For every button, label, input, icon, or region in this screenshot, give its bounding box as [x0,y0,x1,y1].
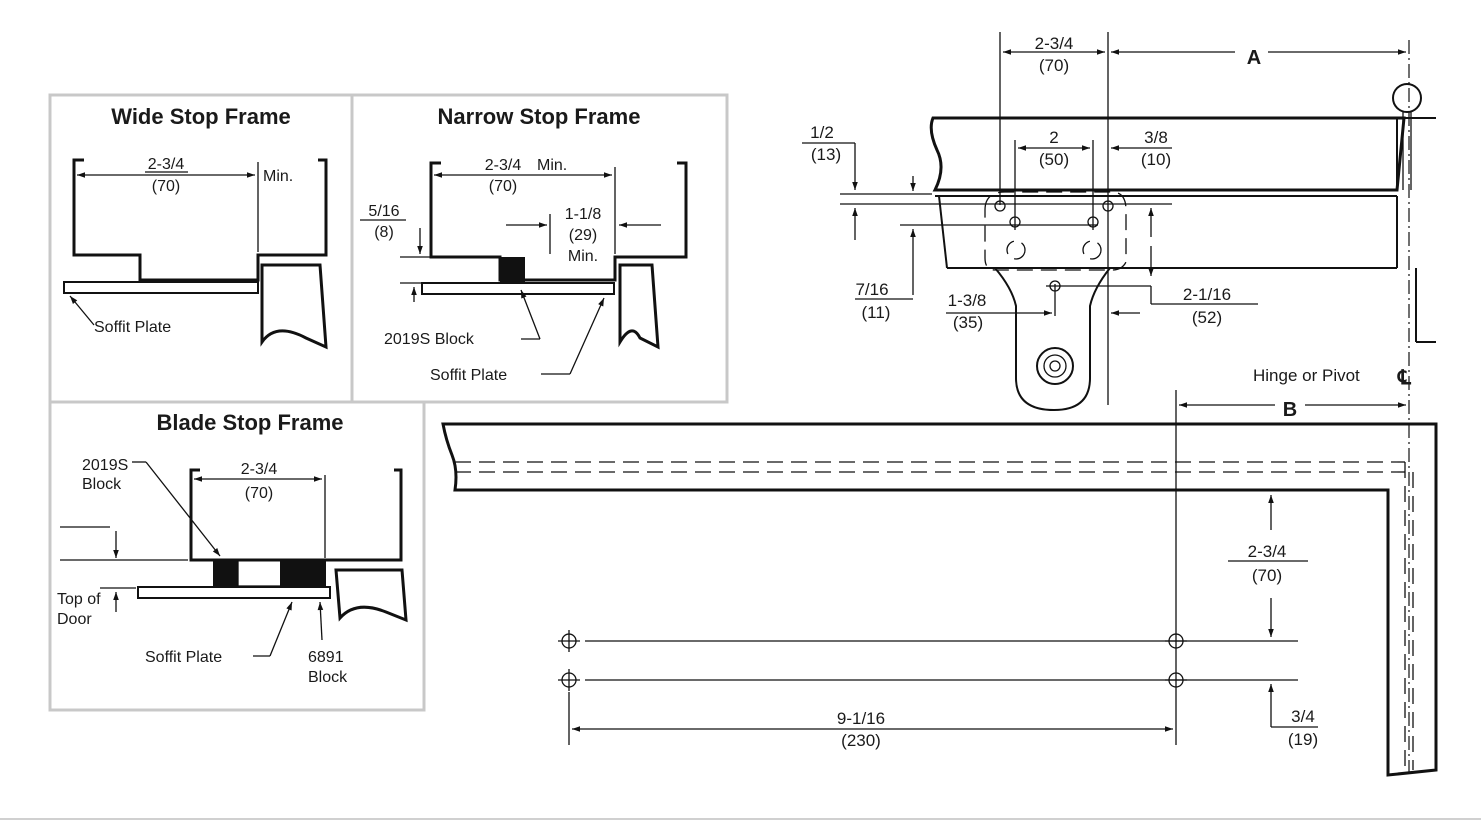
dim-2-1-16-mm: (52) [1192,308,1222,327]
bottom-divider [0,818,1481,820]
centerline-symbol: ℄ [1397,367,1412,389]
dim-2-mm: (50) [1039,150,1069,169]
door-outline [441,422,1438,777]
narrow-gap-bottom: (29) [569,227,597,244]
blade-stop-title: Blade Stop Frame [156,410,343,435]
wide-soffit-label: Soffit Plate [94,319,171,336]
mount-hole-icon [558,630,580,652]
narrow-stop-bottom: (8) [374,224,394,241]
wide-dim-top: 2-3/4 [148,156,185,173]
narrow-stop-frame-detail: Narrow Stop Frame 2-3/4 Min. (70) 1-1/8 … [360,104,688,384]
wide-stop-panel [48,93,354,404]
top-width-dim: 2-3/4 [1035,34,1074,53]
blade-block-b-line1: 6891 [308,649,344,666]
blade-dim-bottom: (70) [245,485,273,502]
dim-3-8: 3/8 [1144,128,1168,147]
blade-door-line2: Door [57,611,92,628]
label-b: B [1283,399,1297,421]
dim-9-1-16-mm: (230) [841,731,881,750]
dim-2: 2 [1049,128,1058,147]
dim-right-2-3-4: 2-3/4 [1248,542,1287,561]
narrow-min-top: Min. [537,157,567,174]
label-a: A [1247,47,1261,69]
narrow-stop-top: 5/16 [368,203,399,220]
narrow-2019s-block [500,257,525,282]
main-mounting-diagram: 2-3/4 (70) A 2 (50) 3/8 (10) 1/2 (13) 7/… [441,32,1438,777]
blade-door-line1: Top of [57,591,101,608]
narrow-stop-panel [350,93,729,404]
frame-header [929,116,1406,192]
narrow-dim-bottom: (70) [489,178,517,195]
blade-block-a-line2: Block [82,476,122,493]
dim-9-1-16: 9-1/16 [837,709,885,728]
mount-hole-icon [1165,672,1187,688]
dim-3-8-mm: (10) [1141,150,1171,169]
mount-hole-icon [558,669,580,691]
dim-3-4: 3/4 [1291,707,1315,726]
dim-7-16: 7/16 [855,280,888,299]
blade-dim-top: 2-3/4 [241,461,278,478]
wide-min-label: Min. [263,168,293,185]
blade-stop-panel [48,400,426,712]
blade-stop-frame-detail: Blade Stop Frame 2-3/4 (70) 2019S Block … [57,410,408,686]
dim-1-2-mm: (13) [811,145,841,164]
arm-shaft-icon [1036,347,1074,385]
blade-6891-block [280,560,326,586]
wide-dim-bottom: (70) [152,178,180,195]
dim-right-2-3-4-mm: (70) [1252,566,1282,585]
wide-stop-title: Wide Stop Frame [111,104,291,129]
dim-1-3-8-mm: (35) [953,313,983,332]
narrow-gap-min: Min. [568,248,598,265]
hinge-label: Hinge or Pivot [1253,366,1360,385]
dim-7-16-mm: (11) [862,303,891,322]
dim-3-4-mm: (19) [1288,730,1318,749]
top-width-dim-mm: (70) [1039,56,1069,75]
hinge-pivot-icon [1392,83,1422,113]
blade-block-b-line2: Block [308,669,348,686]
narrow-soffit-label: Soffit Plate [430,367,507,384]
narrow-gap-top: 1-1/8 [565,206,602,223]
dim-1-2: 1/2 [810,123,834,142]
blade-soffit-label: Soffit Plate [145,649,222,666]
closer-arm [994,267,1111,412]
blade-2019s-block [213,560,238,586]
mount-hole-icon [1165,633,1187,649]
dim-1-3-8: 1-3/8 [948,291,987,310]
blade-block-a-line1: 2019S [82,457,128,474]
dim-2-1-16: 2-1/16 [1183,285,1231,304]
narrow-dim-top: 2-3/4 [485,157,522,174]
narrow-block-label: 2019S Block [384,331,475,348]
wide-stop-frame-detail: Wide Stop Frame 2-3/4 (70) Min. Soffit P… [63,104,328,350]
narrow-stop-title: Narrow Stop Frame [438,104,641,129]
